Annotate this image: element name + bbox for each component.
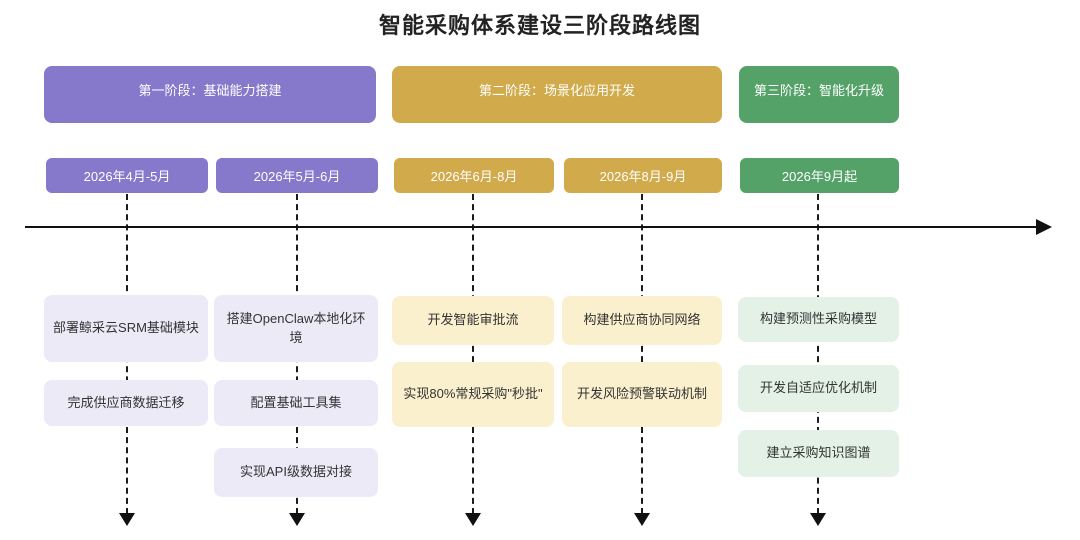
date-label-1: 2026年4月-5月 — [83, 169, 171, 184]
timeline-arrowhead-icon — [1036, 219, 1052, 235]
date-box-1: 2026年4月-5月 — [46, 158, 208, 193]
dashed-connector-4 — [641, 194, 643, 514]
date-box-4: 2026年8月-9月 — [564, 158, 722, 193]
task-box-col4-1: 构建供应商协同网络 — [562, 296, 722, 345]
task-label: 实现API级数据对接 — [240, 464, 352, 480]
task-box-col3-1: 开发智能审批流 — [392, 296, 554, 345]
down-arrow-icon-1 — [119, 513, 135, 526]
down-arrow-icon-3 — [465, 513, 481, 526]
down-arrow-icon-5 — [810, 513, 826, 526]
task-label: 构建预测性采购模型 — [759, 311, 877, 327]
task-box-col3-2: 实现80%常规采购"秒批" — [392, 362, 554, 427]
date-label-2: 2026年5月-6月 — [253, 169, 341, 184]
task-box-col5-3: 建立采购知识图谱 — [738, 430, 899, 477]
page-title: 智能采购体系建设三阶段路线图 — [378, 13, 701, 38]
task-label: 构建供应商协同网络 — [583, 312, 701, 328]
task-box-col5-1: 构建预测性采购模型 — [738, 297, 899, 342]
task-label: 搭建OpenClaw本地化环境 — [226, 311, 366, 345]
date-box-5: 2026年9月起 — [740, 158, 899, 193]
dashed-connector-5 — [817, 194, 819, 514]
task-box-col2-1: 搭建OpenClaw本地化环境 — [214, 295, 378, 362]
task-label: 开发自适应优化机制 — [759, 380, 877, 396]
phase-3-header: 第三阶段：智能化升级 — [739, 66, 899, 123]
task-label: 开发风险预警联动机制 — [576, 386, 707, 402]
date-label-3: 2026年6月-8月 — [430, 169, 518, 184]
date-label-4: 2026年8月-9月 — [599, 169, 687, 184]
phase-1-header: 第一阶段：基础能力搭建 — [44, 66, 376, 123]
task-label: 开发智能审批流 — [427, 312, 519, 328]
task-box-col5-2: 开发自适应优化机制 — [738, 365, 899, 412]
task-label: 实现80%常规采购"秒批" — [403, 386, 543, 402]
task-label: 部署鲸采云SRM基础模块 — [53, 320, 199, 336]
down-arrow-icon-4 — [634, 513, 650, 526]
down-arrow-icon-2 — [289, 513, 305, 526]
task-label: 建立采购知识图谱 — [766, 445, 871, 461]
task-box-col1-2: 完成供应商数据迁移 — [44, 380, 208, 426]
phase-1-label: 第一阶段：基础能力搭建 — [138, 83, 282, 98]
date-label-5: 2026年9月起 — [781, 169, 858, 184]
date-box-3: 2026年6月-8月 — [394, 158, 554, 193]
timeline-axis — [25, 226, 1039, 228]
task-box-col1-1: 部署鲸采云SRM基础模块 — [44, 295, 208, 362]
task-label: 配置基础工具集 — [250, 394, 342, 410]
phase-2-header: 第二阶段：场景化应用开发 — [392, 66, 722, 123]
task-box-col2-3: 实现API级数据对接 — [214, 448, 378, 497]
task-label: 完成供应商数据迁移 — [67, 394, 185, 410]
dashed-connector-3 — [472, 194, 474, 514]
phase-2-label: 第二阶段：场景化应用开发 — [478, 83, 635, 98]
date-box-2: 2026年5月-6月 — [216, 158, 378, 193]
task-box-col4-2: 开发风险预警联动机制 — [562, 362, 722, 427]
phase-3-label: 第三阶段：智能化升级 — [753, 83, 884, 98]
task-box-col2-2: 配置基础工具集 — [214, 380, 378, 426]
